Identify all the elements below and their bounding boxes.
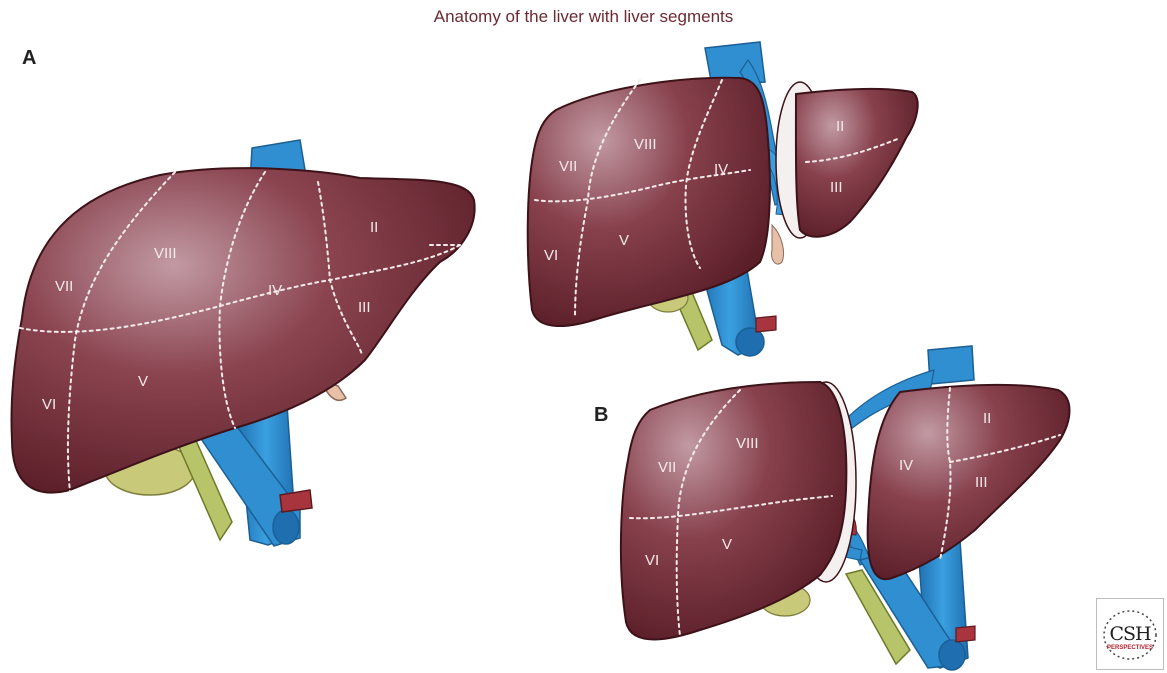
logo-subtext: PERSPECTIVES	[1097, 645, 1163, 651]
segment-ii-label-b-top: II	[836, 118, 844, 135]
liver-a: II III IV V VI VII VIII	[11, 140, 474, 546]
segment-viii-label-b-top: VIII	[634, 136, 657, 153]
segment-vi-label-a: VI	[42, 396, 56, 413]
logo-text: CSH	[1097, 623, 1163, 645]
segment-viii-label-a: VIII	[154, 245, 177, 262]
segment-vi-label-b-top: VI	[544, 247, 558, 264]
segment-v-label-b-top: V	[619, 232, 629, 249]
segment-v-label-a: V	[138, 373, 148, 390]
segment-iii-label-b: III	[975, 474, 988, 491]
segment-vi-label-b: VI	[645, 552, 659, 569]
segment-ii-label-a: II	[370, 219, 378, 236]
segment-vii-label-b: VII	[658, 459, 676, 476]
segment-vii-label-a: VII	[55, 278, 73, 295]
segment-iii-label-b-top: III	[830, 179, 843, 196]
csh-perspectives-logo: CSH PERSPECTIVES	[1096, 598, 1164, 670]
segment-iv-label-b: IV	[899, 457, 913, 474]
segment-ii-label-b: II	[983, 410, 991, 427]
right-lobe-b	[621, 382, 846, 640]
segment-viii-label-b: VIII	[736, 435, 759, 452]
left-lobe-b	[868, 385, 1070, 579]
hepatic-vein-b	[928, 346, 974, 384]
segment-v-label-b: V	[722, 536, 732, 553]
segment-iv-label-b-top: IV	[714, 161, 728, 178]
segment-iv-label-a: IV	[268, 282, 282, 299]
liver-b-top: II III IV V VI VII VIII	[528, 42, 918, 356]
liver-b: II III IV V VI VII VIII	[621, 346, 1070, 670]
left-lobe-b-top	[796, 89, 918, 237]
segment-iii-label-a: III	[358, 299, 371, 316]
segment-vii-label-b-top: VII	[559, 158, 577, 175]
